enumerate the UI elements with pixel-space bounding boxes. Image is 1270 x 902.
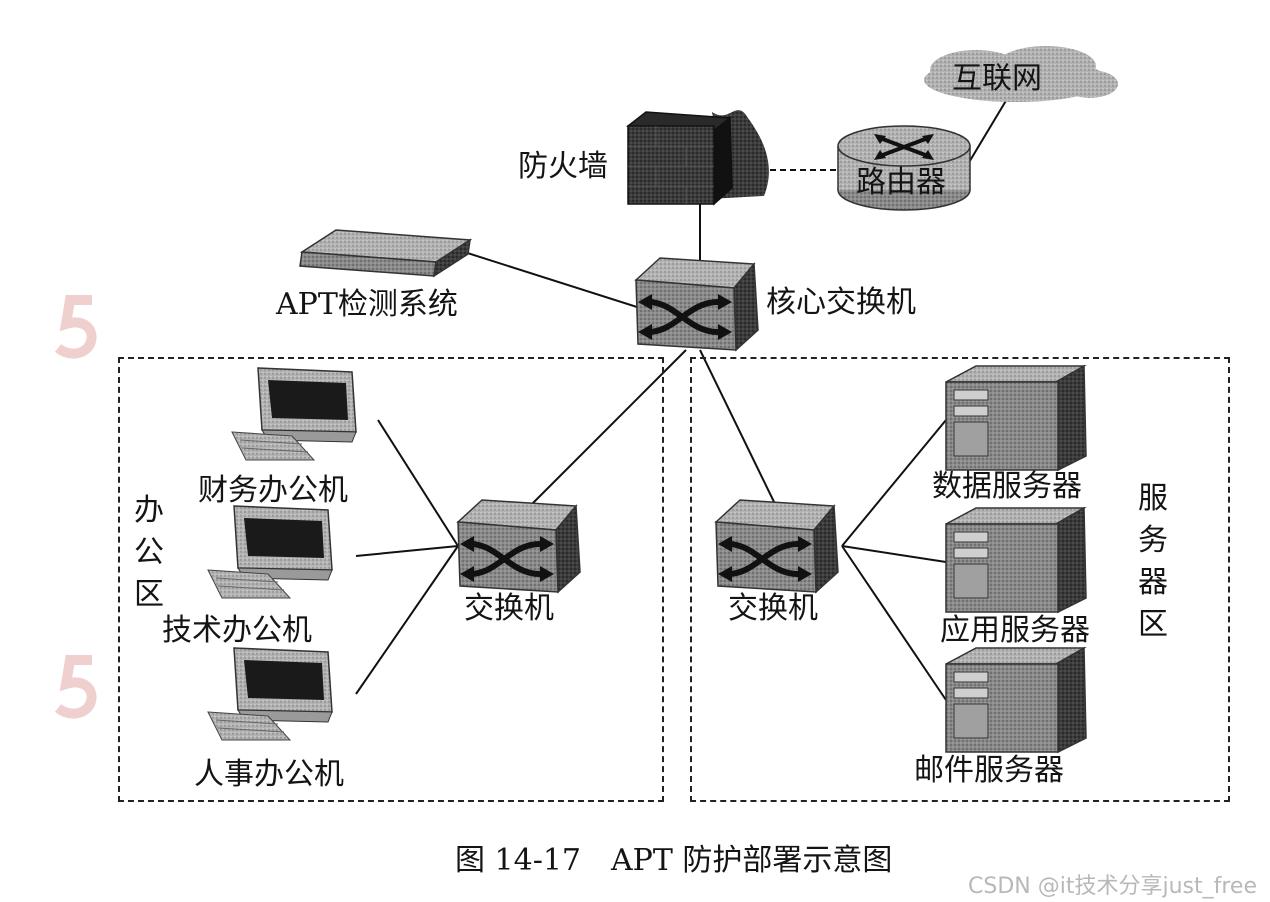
core-switch-icon bbox=[636, 258, 758, 350]
csdn-watermark: CSDN @it技术分享just_free bbox=[968, 868, 1257, 900]
apt-label: APT检测系统 bbox=[276, 290, 458, 320]
app-server-label: 应用服务器 bbox=[940, 616, 1090, 646]
hr-pc-label: 人事办公机 bbox=[194, 760, 344, 790]
server-zone-label: 服务器区 bbox=[1136, 478, 1170, 646]
office-zone bbox=[118, 357, 664, 802]
office-zone-label: 办公区 bbox=[132, 490, 166, 616]
mail-server-label: 邮件服务器 bbox=[914, 756, 1064, 786]
core-switch-label: 核心交换机 bbox=[766, 288, 916, 318]
tech-pc-label: 技术办公机 bbox=[162, 616, 312, 646]
logo-watermark bbox=[58, 300, 92, 714]
firewall-label: 防火墙 bbox=[518, 152, 608, 182]
finance-pc-label: 财务办公机 bbox=[198, 476, 348, 506]
data-server-label: 数据服务器 bbox=[932, 472, 1082, 502]
server-switch-label: 交换机 bbox=[728, 594, 818, 624]
apt-appliance-icon bbox=[300, 230, 470, 276]
firewall-icon bbox=[628, 110, 769, 204]
figure-caption: 图 14-17 APT 防护部署示意图 bbox=[455, 846, 892, 876]
internet-label: 互联网 bbox=[952, 64, 1042, 94]
router-label: 路由器 bbox=[856, 168, 946, 198]
office-switch-label: 交换机 bbox=[464, 594, 554, 624]
